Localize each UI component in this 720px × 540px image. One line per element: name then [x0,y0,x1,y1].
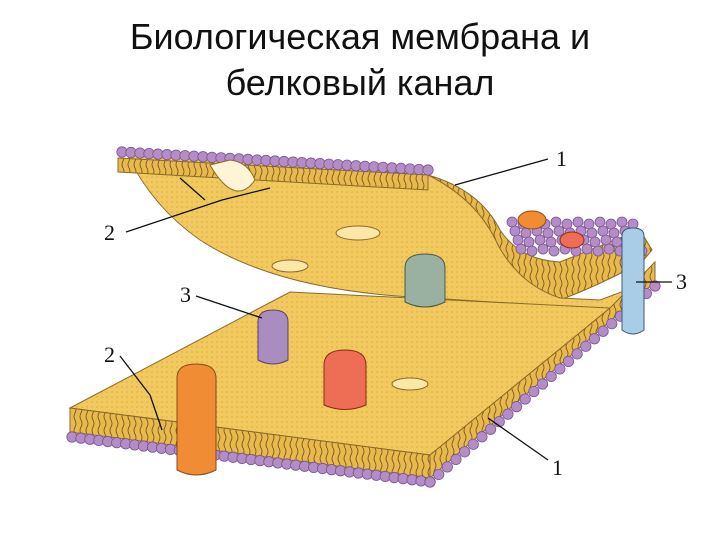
lipid-head [441,461,453,473]
lipid-head [536,378,549,390]
lipid-head [506,216,518,228]
lipid-head [600,234,612,246]
lipid-head [554,363,566,375]
lipid-head [526,245,538,257]
lipid-head [581,243,593,255]
protein-red-small [559,231,585,249]
lipid-head [433,468,445,481]
lipid-head [520,227,532,239]
upper-membrane [116,146,653,311]
lipid-head [562,355,575,367]
lipid-head [528,385,540,398]
lipid-head [545,370,557,383]
lipid-head [606,318,618,330]
upper-lipid-heads [116,146,434,176]
lipid-head [515,243,527,255]
lipid-head [502,408,514,420]
lipid-head [467,438,479,450]
lower-membrane-right [429,260,656,480]
protein-channel [621,227,645,335]
lipid-head [586,227,598,239]
leader-lines [119,158,672,461]
lipid-head [603,243,615,255]
pore-3 [391,377,429,391]
protein-orange [176,363,217,476]
lipid-head [592,245,604,257]
lipid-head [608,227,620,239]
lipid-head [542,227,554,239]
lipid-head [512,234,524,246]
leader-1-bottom [487,417,549,461]
label-1-bottom: 1 [552,455,563,480]
label-2-bottom: 2 [104,342,115,367]
lipid-head [459,446,471,458]
lipid-head [519,393,531,405]
lipid-head [605,218,617,230]
lipid-head [550,216,562,228]
title-line-2: белковый канал [225,62,495,103]
lipid-head [548,245,560,257]
title-line-1: Биологическая мембрана и [129,16,591,57]
leader-2-top-a [125,199,223,233]
lipid-head [534,234,546,246]
lipid-head [537,243,549,255]
lipid-head [611,236,623,248]
lipid-head [510,401,523,413]
leader-2-bottom [119,355,151,396]
lipid-head [572,216,584,228]
lipid-head [583,218,595,230]
lipid-head [588,333,601,345]
protein-orange-small [517,210,547,230]
protein-purple [257,309,289,365]
protein-red [323,349,367,410]
lipid-head [597,225,609,237]
lipid-head [523,236,535,248]
pore-2 [271,259,309,273]
lipid-head [589,236,601,248]
lipid-head [509,225,521,237]
protein-green [404,253,446,308]
page-title: Биологическая мембрана и белковый канал [0,14,720,106]
leader-2-top-b [221,187,271,201]
label-3-left: 3 [180,282,191,307]
lipid-head [616,216,628,228]
leader-2-bottom-b [149,394,163,431]
lipid-head [561,218,573,230]
leader-2-top-c [179,177,206,201]
lipid-head [649,280,661,292]
label-1-top: 1 [556,146,567,171]
lipid-head [545,236,557,248]
leader-1-top [454,158,549,186]
leader-3-left [195,295,263,319]
lipid-head [424,476,436,488]
membrane-pit [209,159,256,192]
lipid-head [422,164,434,176]
label-3-right: 3 [676,269,687,294]
lipid-head [594,216,606,228]
label-2-top: 2 [104,220,115,245]
upper-membrane-edge [117,157,429,191]
lipid-head [580,340,592,352]
lipid-head [450,453,462,465]
pore-1 [335,225,381,241]
lipid-head [484,423,497,435]
lipid-head [597,325,609,337]
lipid-head [476,431,488,443]
lower-lipid-heads [66,280,661,488]
lipid-head [571,348,583,360]
